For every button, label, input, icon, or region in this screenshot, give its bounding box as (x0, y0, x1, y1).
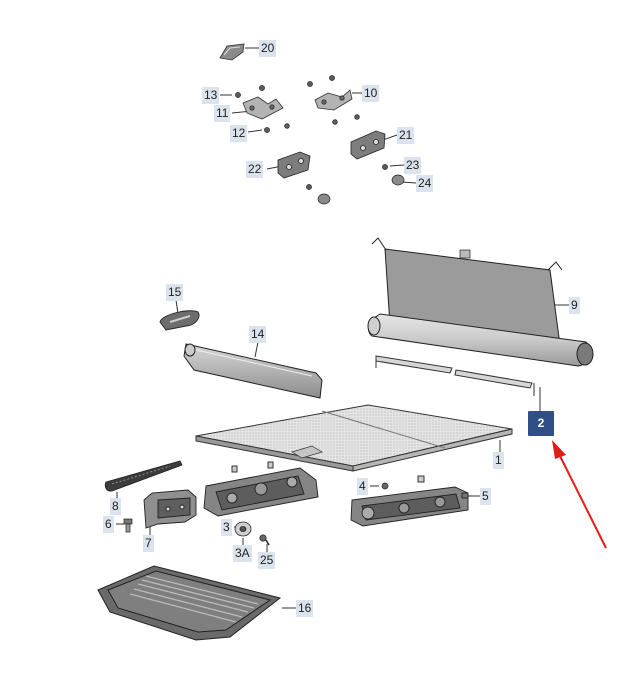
callout-13: 13 (202, 87, 220, 104)
callout-3: 3 (221, 519, 232, 536)
callout-4: 4 (357, 478, 368, 495)
part-11-hinge-left (242, 96, 284, 120)
rods (375, 355, 535, 396)
callout-12: 12 (230, 125, 248, 142)
callout-10: 10 (362, 85, 380, 102)
part-8-strip (104, 460, 183, 492)
callout-21: 21 (397, 127, 415, 144)
callout-16: 16 (296, 600, 314, 617)
callout-15: 15 (166, 284, 184, 301)
part-4-screw (381, 482, 389, 490)
part-14-cover-trim (183, 343, 323, 399)
callout-20: 20 (259, 40, 277, 57)
callout-3a: 3A (233, 545, 252, 562)
part-24-cap (317, 174, 405, 205)
part-20-clip (219, 43, 245, 61)
part-22-latch (277, 151, 311, 179)
part-7-bracket (143, 489, 197, 529)
part-3-storage-bin (203, 461, 319, 517)
callout-2-highlighted[interactable]: 2 (528, 411, 554, 436)
part-1-floor-panel (195, 404, 513, 472)
callout-8: 8 (110, 498, 121, 515)
callout-1: 1 (493, 452, 504, 469)
part-6-screw (123, 518, 133, 533)
part-10-hinge-right (314, 89, 353, 111)
part-16-boot-tray (97, 565, 282, 641)
callout-14: 14 (249, 326, 267, 343)
callout-24: 24 (416, 175, 434, 192)
callout-6: 6 (103, 516, 114, 533)
red-arrow (552, 440, 607, 549)
part-25-screw (259, 534, 270, 546)
callout-9: 9 (569, 297, 580, 314)
callout-7: 7 (143, 535, 154, 552)
part-15-handle (159, 310, 200, 331)
screws-top (235, 75, 388, 190)
callout-22: 22 (246, 161, 264, 178)
part-9-roller-blind (367, 237, 594, 367)
callout-25: 25 (258, 552, 276, 569)
part-5-storage-bin (350, 475, 469, 527)
callout-5: 5 (480, 488, 491, 505)
part-21-latch (350, 130, 386, 160)
callout-23: 23 (404, 157, 422, 174)
part-3a-grommet (234, 521, 252, 537)
callout-11: 11 (214, 105, 231, 122)
